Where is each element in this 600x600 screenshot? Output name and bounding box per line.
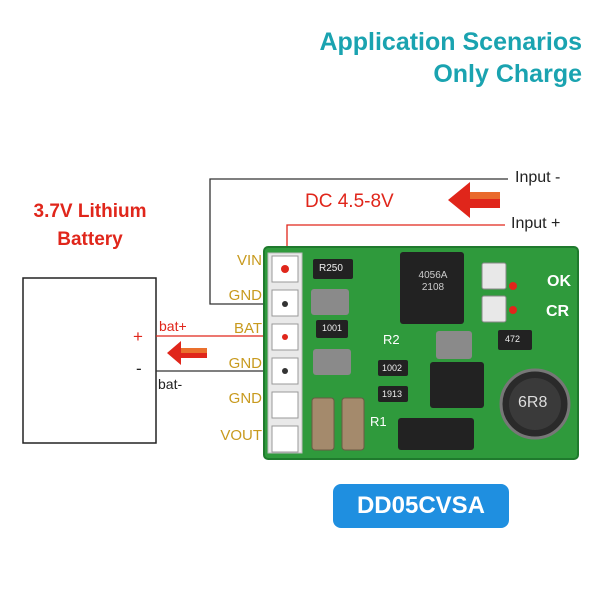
pin-label-bat: BAT bbox=[233, 320, 262, 337]
main-ic bbox=[400, 252, 464, 324]
header-pads bbox=[267, 252, 303, 454]
silk-ok: OK bbox=[547, 273, 571, 290]
resistor-r250 bbox=[313, 259, 353, 279]
input-arrow bbox=[448, 182, 500, 218]
title-line-2: Only Charge bbox=[433, 60, 582, 88]
battery-plus-sign: + bbox=[133, 327, 143, 346]
pin-label-gnd-2: GND bbox=[228, 355, 262, 372]
silk-472: 472 bbox=[505, 334, 521, 344]
input-minus-label: Input - bbox=[515, 169, 561, 186]
battery-label-line-2: Battery bbox=[57, 229, 123, 250]
pin-label-gnd-1: GND bbox=[228, 287, 262, 304]
battery-box bbox=[22, 277, 157, 444]
title-line-1: Application Scenarios bbox=[319, 28, 582, 56]
pin-label-vout: VOUT bbox=[220, 427, 262, 444]
silk-r1: R1 bbox=[370, 414, 387, 429]
pin-label-vin: VIN bbox=[236, 252, 262, 269]
battery-label-line-1: 3.7V Lithium bbox=[33, 201, 147, 222]
battery-arrow bbox=[167, 341, 207, 365]
bat-minus-label: bat- bbox=[158, 376, 183, 392]
silk-main-ic: 4056A 2108 bbox=[418, 270, 448, 293]
model-badge: DD05CVSA bbox=[333, 484, 509, 528]
silk-r2: R2 bbox=[383, 332, 400, 347]
silk-1002: 1002 bbox=[382, 363, 403, 373]
battery-minus-sign: - bbox=[136, 359, 142, 378]
silk-cr: CR bbox=[546, 303, 570, 320]
input-plus-label: Input + bbox=[511, 215, 561, 232]
dc-range-label: DC 4.5-8V bbox=[305, 191, 394, 212]
input-minus-wire bbox=[209, 178, 508, 305]
silk-6r8: 6R8 bbox=[518, 394, 548, 411]
silk-1913: 1913 bbox=[382, 389, 403, 399]
pin-label-gnd-3: GND bbox=[228, 390, 262, 407]
silk-1001: 1001 bbox=[322, 323, 343, 333]
pcb-board bbox=[263, 246, 579, 460]
silk-r250: R250 bbox=[319, 263, 343, 274]
bat-plus-label: bat+ bbox=[159, 318, 187, 334]
